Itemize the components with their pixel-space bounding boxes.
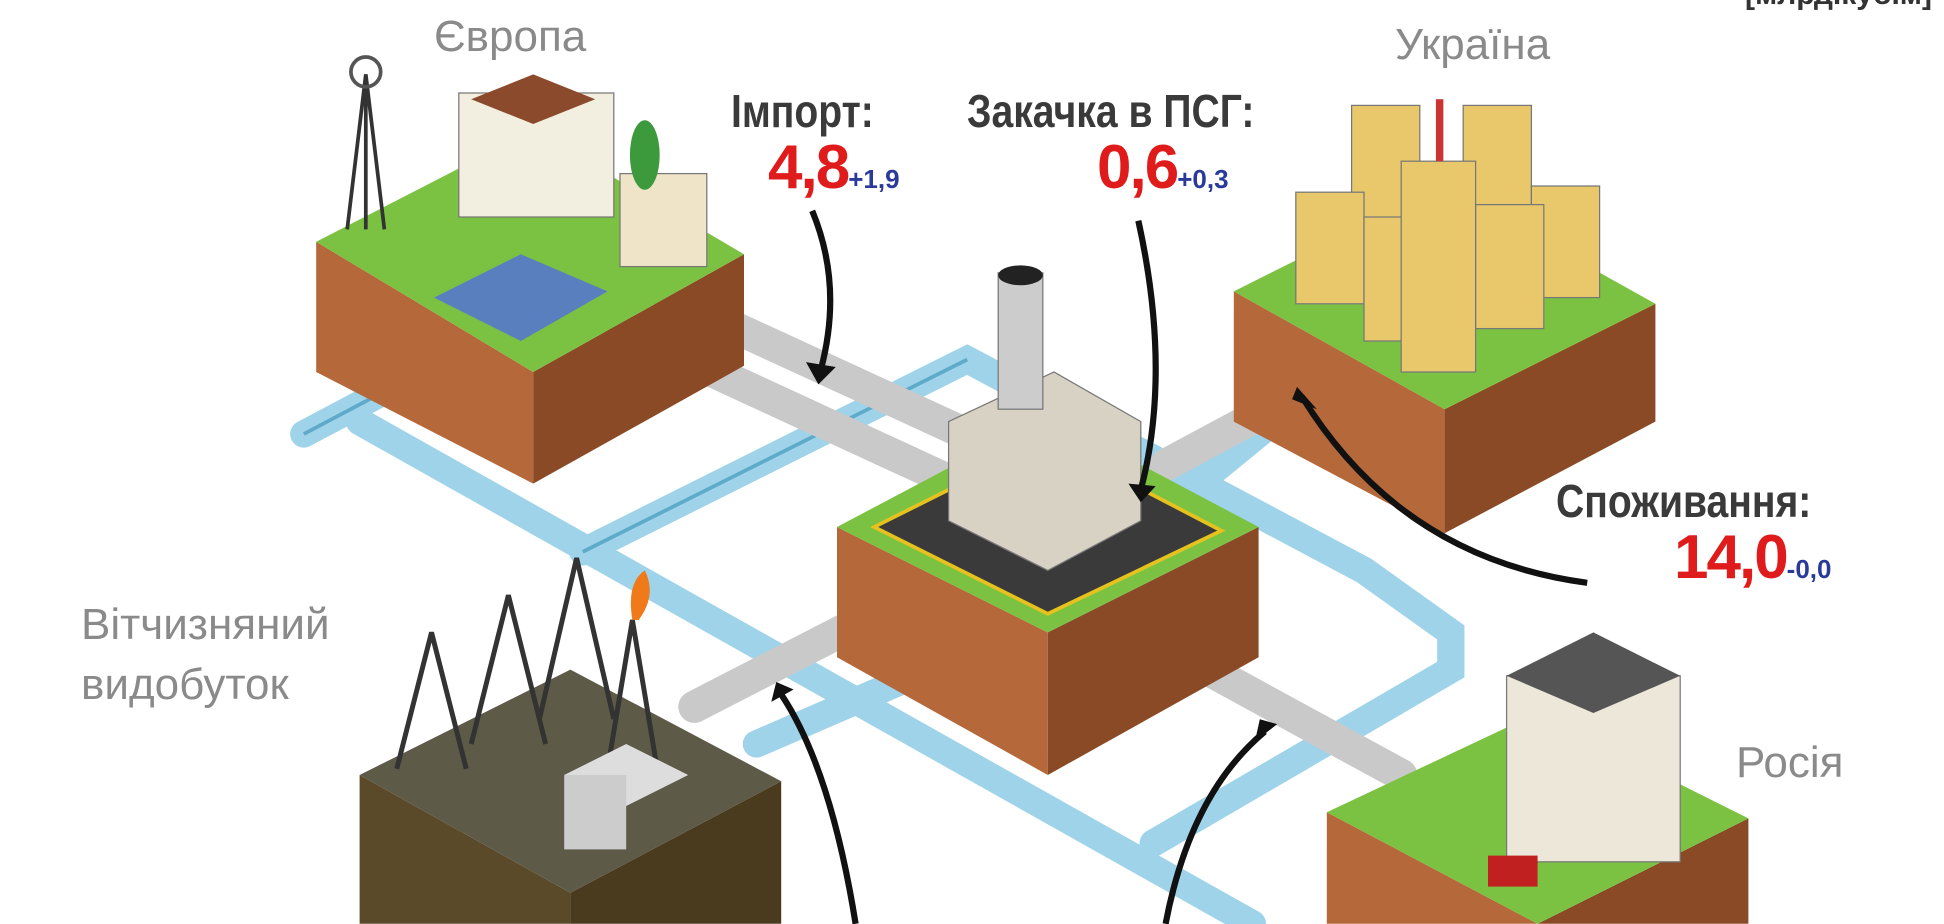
domestic-production-block: [359, 557, 782, 924]
ukraine-block: [1233, 99, 1656, 534]
consumption-value: 14,0: [1674, 523, 1789, 592]
region-domestic-label-2: видобуток: [81, 660, 289, 709]
injection-value: 0,6: [1097, 133, 1179, 202]
consumption-delta: -0,0: [1786, 554, 1832, 584]
region-ukraine-label: Україна: [1395, 20, 1551, 69]
import-delta: +1,9: [848, 164, 900, 194]
injection-delta: +0,3: [1177, 164, 1229, 194]
flow-arrows: [778, 209, 1588, 924]
injection-heading: Закачка в ПСГ:: [967, 85, 1255, 137]
region-russia-label: Росія: [1736, 738, 1844, 787]
import-heading: Імпорт:: [731, 85, 874, 137]
europe-block: [316, 55, 744, 484]
russia-block: [1326, 632, 1749, 924]
unit-label: [млрд.куб.м]: [1745, 0, 1932, 12]
consumption-figure: 14,0-0,0: [1674, 522, 1831, 593]
central-hub-block: [837, 265, 1259, 775]
import-value: 4,8: [768, 133, 850, 202]
region-domestic-label-1: Вітчизняний: [81, 600, 330, 649]
injection-figure: 0,6+0,3: [1097, 132, 1229, 203]
import-figure: 4,8+1,9: [768, 132, 900, 203]
region-europe-label: Європа: [434, 12, 587, 61]
consumption-heading: Споживання:: [1556, 475, 1812, 527]
